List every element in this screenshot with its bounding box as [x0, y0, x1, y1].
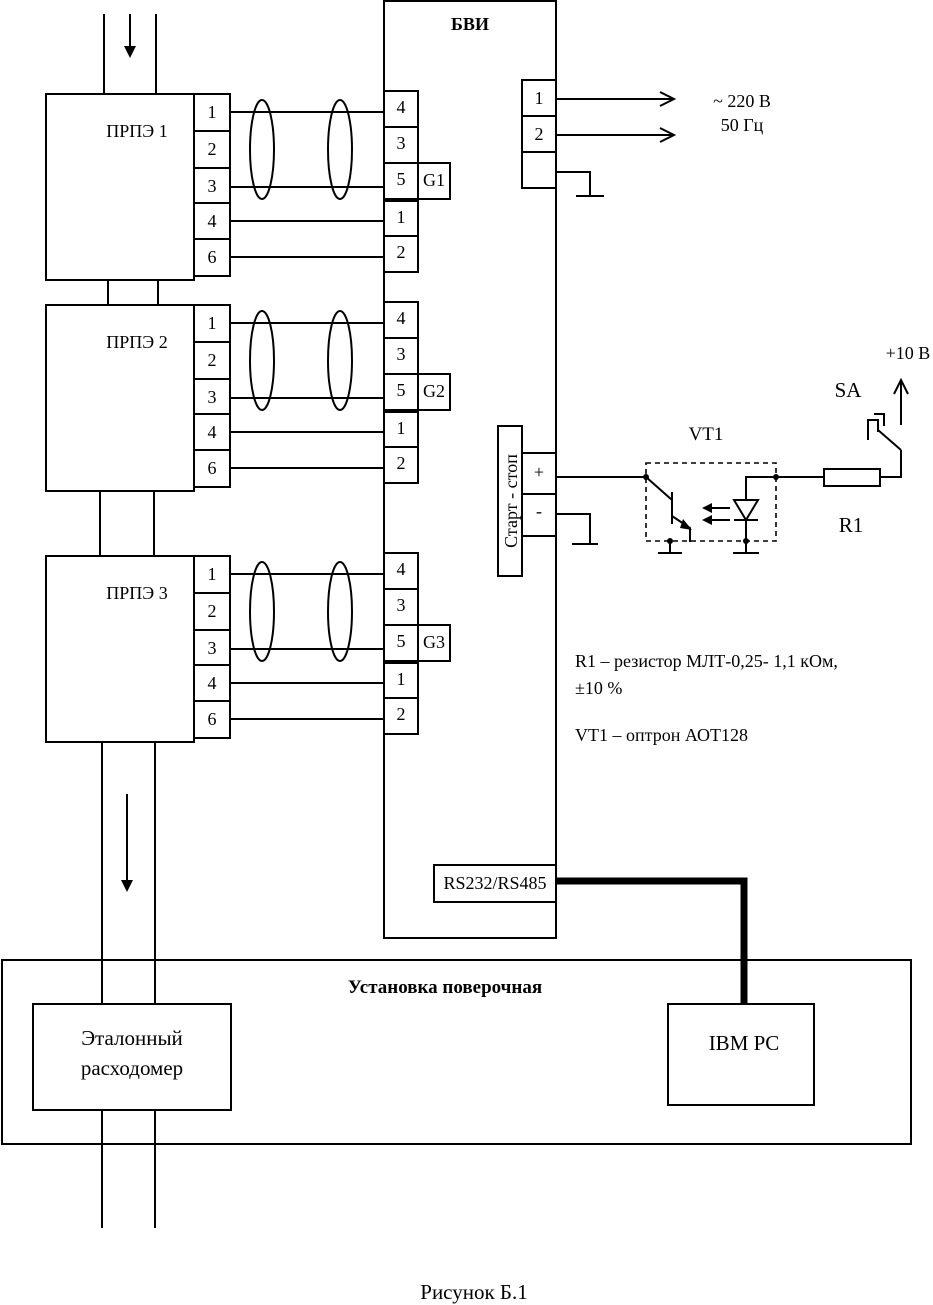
sensor-pin: 2	[208, 601, 217, 621]
installation-label: Установка поверочная	[348, 977, 542, 998]
sensor-label: ПРПЭ 2	[106, 332, 167, 352]
power-voltage-label: ~ 220 В	[713, 91, 771, 111]
sensor-pin-box	[193, 341, 231, 380]
bvi-pin-box	[383, 697, 419, 735]
bvi-pin: 2	[397, 242, 406, 262]
bvi-pin-box	[383, 588, 419, 626]
pc-label: IBM PC	[709, 1031, 780, 1055]
bvi-pin: 2	[397, 704, 406, 724]
bvi-pin: 4	[397, 97, 406, 117]
group-label: G1	[423, 170, 445, 190]
start-stop-label: Старт - стоп	[501, 454, 521, 548]
bvi-pin: 3	[397, 595, 406, 615]
flowmeter-label-line2: расходомер	[81, 1056, 183, 1080]
bvi-pin-box	[383, 90, 419, 128]
sensor-pin: 6	[208, 247, 217, 267]
cable-shield	[249, 561, 275, 662]
cable-shield	[327, 561, 353, 662]
sensor-pin: 2	[208, 350, 217, 370]
bvi-pin-box	[383, 411, 419, 449]
sensor-label: ПРПЭ 3	[106, 583, 167, 603]
sensor-pin: 4	[208, 673, 217, 693]
sensor-pin-box	[193, 167, 231, 206]
note-r1: R1 – резистор МЛТ-0,25- 1,1 кОм,	[575, 651, 838, 671]
sensor-pin: 1	[208, 564, 217, 584]
cable-shield	[327, 310, 353, 411]
start-stop-plus: +	[534, 462, 544, 482]
bvi-pin: 3	[397, 133, 406, 153]
sensor-pin: 3	[208, 638, 217, 658]
bvi-pin: 1	[397, 669, 406, 689]
bvi-pin: 1	[397, 418, 406, 438]
optocoupler-circuit: VT1 R1 SA +10 В	[556, 343, 931, 554]
sensor-pin-box	[193, 664, 231, 703]
bvi-pin-box	[383, 446, 419, 484]
sensor-pin: 6	[208, 709, 217, 729]
inlet-pipe	[103, 14, 157, 94]
bvi-pin-box	[383, 624, 419, 662]
figure-caption: Рисунок Б.1	[420, 1280, 527, 1304]
interface-connector: RS232/RS485	[433, 864, 748, 1004]
cable-shield	[249, 99, 275, 200]
cable-shield	[249, 310, 275, 411]
bvi-label: БВИ	[451, 14, 489, 34]
power-pin-1: 1	[535, 88, 544, 108]
sensor-pin-box	[193, 130, 231, 169]
group-box	[417, 162, 451, 200]
bvi-pin-box	[383, 301, 419, 339]
sensor-pin: 2	[208, 139, 217, 159]
bvi-pin: 5	[397, 169, 406, 189]
supply-label: +10 В	[886, 343, 931, 363]
sensor-box	[45, 93, 195, 281]
sensor-pin: 3	[208, 176, 217, 196]
bvi-pin: 4	[397, 308, 406, 328]
power-pin-2: 2	[535, 124, 544, 144]
interface-label: RS232/RS485	[443, 873, 546, 893]
note-tolerance: ±10 %	[575, 678, 622, 698]
power-connector: 1 2 ~ 220 В 50 Гц	[521, 79, 771, 197]
group-label: G2	[423, 381, 445, 401]
bvi-pin: 4	[397, 559, 406, 579]
bvi-pin: 5	[397, 380, 406, 400]
flowmeter-label-line1: Эталонный	[81, 1026, 183, 1050]
sensor-pin-box	[193, 700, 231, 739]
sensor-pin: 6	[208, 458, 217, 478]
sensor-pin-box	[193, 592, 231, 631]
start-stop-minus: -	[536, 501, 542, 521]
sensor-pin-box	[193, 238, 231, 277]
sensor-pin: 3	[208, 387, 217, 407]
group-box	[417, 624, 451, 662]
bvi-pin-box	[383, 235, 419, 273]
group-box	[417, 373, 451, 411]
sensor-pin: 4	[208, 211, 217, 231]
calibration-installation: Установка поверочная Эталонный расходоме…	[1, 959, 912, 1145]
sensor-label: ПРПЭ 1	[106, 121, 167, 141]
bvi-pin-box	[383, 200, 419, 238]
r1-label: R1	[839, 513, 864, 537]
bvi-pin: 2	[397, 453, 406, 473]
note-vt1: VT1 – оптрон АОТ128	[575, 725, 748, 745]
bvi-pin: 1	[397, 207, 406, 227]
power-frequency-label: 50 Гц	[721, 115, 764, 135]
group-label: G3	[423, 632, 445, 652]
bvi-pin: 3	[397, 344, 406, 364]
component-notes: R1 – резистор МЛТ-0,25- 1,1 кОм, ±10 % V…	[575, 651, 838, 745]
sensor-pin: 1	[208, 102, 217, 122]
cable-shield	[327, 99, 353, 200]
vt1-label: VT1	[689, 424, 724, 445]
bvi-pin: 5	[397, 631, 406, 651]
sensor-pin: 1	[208, 313, 217, 333]
start-stop-connector: Старт - стоп + -	[497, 425, 598, 577]
sensor-pin: 4	[208, 422, 217, 442]
sa-label: SA	[835, 378, 863, 402]
sensor-box	[45, 304, 195, 492]
bvi-pin-box	[383, 126, 419, 164]
